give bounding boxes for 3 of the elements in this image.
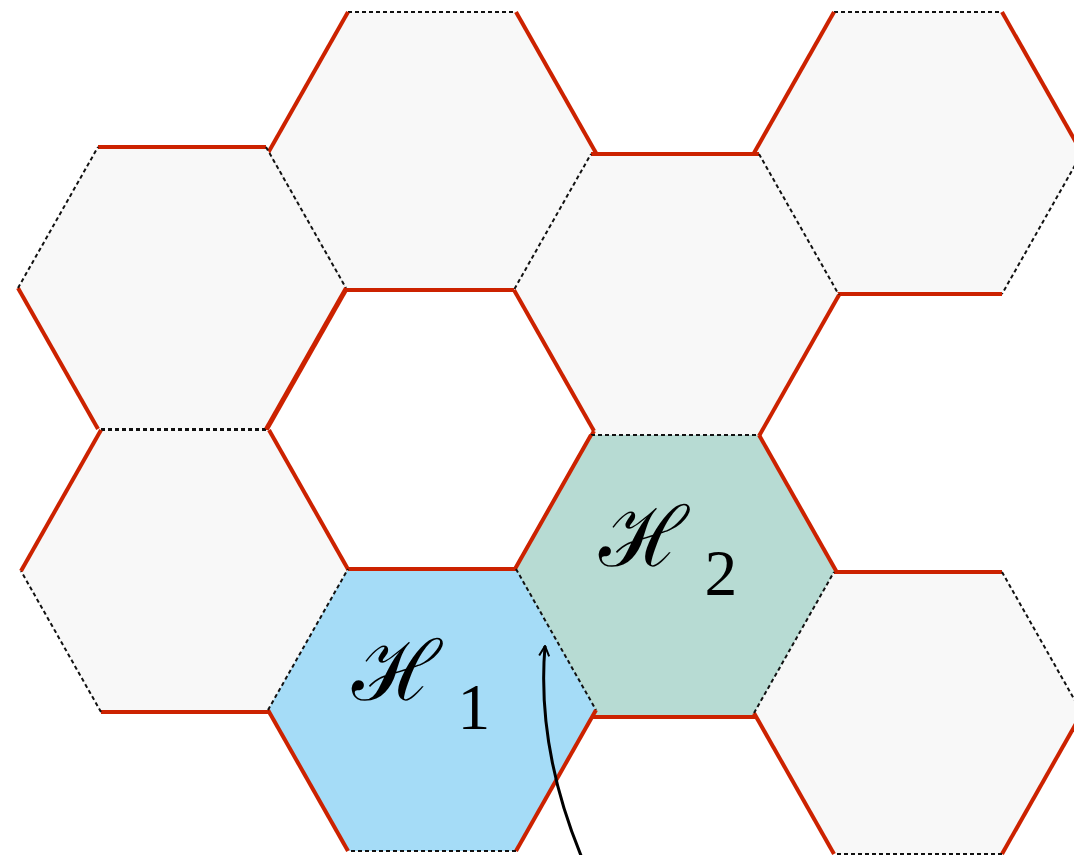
hexagon-label: ℋ$_{1}$ [352,629,491,741]
arrow [538,645,584,855]
hexagon-label: ℋ$_{2}$ [599,495,738,607]
